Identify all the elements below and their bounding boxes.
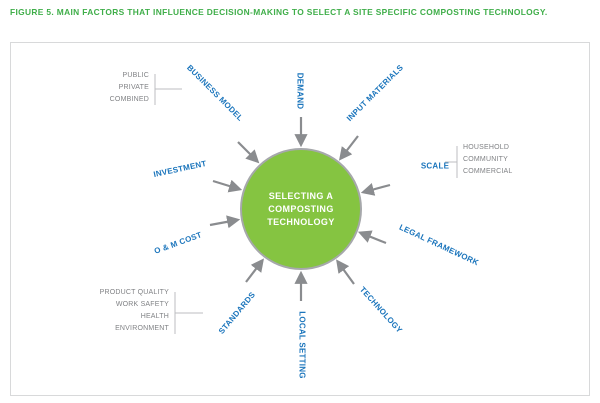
arrow-business-model bbox=[237, 141, 260, 164]
figure-caption: FIGURE 5. MAIN FACTORS THAT INFLUENCE DE… bbox=[10, 7, 548, 17]
factor-label-local-setting: LOCAL SETTING bbox=[297, 311, 307, 379]
subgroup-item: COMBINED bbox=[109, 96, 149, 103]
subgroup-item: HEALTH bbox=[140, 313, 169, 320]
factor-label-demand: DEMAND bbox=[295, 72, 305, 110]
arrow-om-cost bbox=[209, 215, 241, 229]
arrow-input-materials bbox=[338, 135, 359, 161]
bracket-business-model bbox=[154, 74, 182, 105]
arrow-technology bbox=[336, 259, 355, 285]
diagram-arrows bbox=[154, 74, 458, 334]
subgroup-item: PRODUCT QUALITY bbox=[99, 289, 169, 296]
central-node-line2: COMPOSTING bbox=[268, 203, 334, 214]
subgroup-item: COMMUNITY bbox=[463, 156, 508, 163]
arrow-legal-framework bbox=[357, 230, 387, 245]
central-node-line3: TECHNOLOGY bbox=[267, 216, 335, 227]
central-node: SELECTING A COMPOSTING TECHNOLOGY bbox=[240, 148, 362, 270]
subgroup-business-model: PUBLIC PRIVATE COMBINED bbox=[49, 70, 149, 106]
subgroup-item: PUBLIC bbox=[122, 72, 149, 79]
subgroup-item: HOUSEHOLD bbox=[463, 144, 510, 151]
arrow-investment bbox=[212, 179, 243, 193]
central-node-line1: SELECTING A bbox=[268, 190, 334, 201]
subgroup-standards: PRODUCT QUALITY WORK SAFETY HEALTH ENVIR… bbox=[69, 287, 169, 335]
arrow-scale bbox=[360, 183, 391, 196]
subgroup-item: WORK SAFETY bbox=[115, 301, 169, 308]
arrow-standards bbox=[245, 258, 264, 283]
subgroup-item: ENVIRONMENT bbox=[115, 325, 169, 332]
diagram-frame: SELECTING A COMPOSTING TECHNOLOGY BUSINE… bbox=[10, 42, 590, 396]
subgroup-item: PRIVATE bbox=[118, 84, 149, 91]
subgroup-item: COMMERCIAL bbox=[463, 168, 513, 175]
bracket-scale bbox=[445, 146, 458, 178]
subgroup-scale: HOUSEHOLD COMMUNITY COMMERCIAL bbox=[463, 142, 553, 178]
bracket-standards bbox=[174, 292, 203, 334]
factor-label-scale: SCALE bbox=[420, 161, 450, 171]
